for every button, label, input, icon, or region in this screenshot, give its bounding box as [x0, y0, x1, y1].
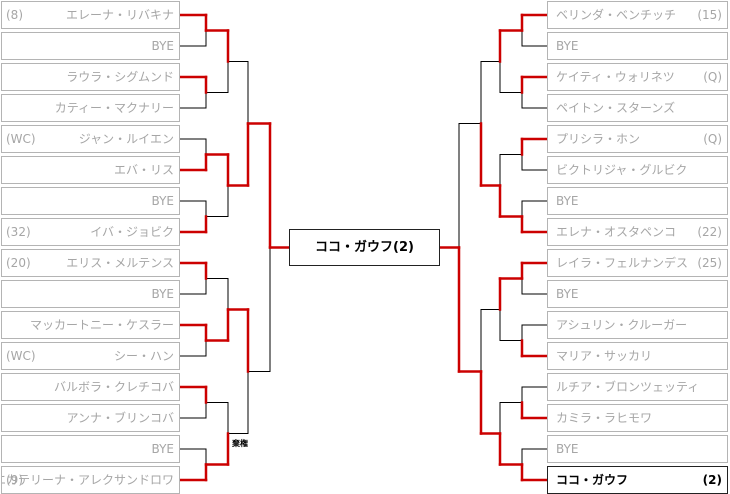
- player-name: カティー・マクナリー: [54, 101, 174, 115]
- right-player-box: ペイトン・スターンズ: [547, 94, 728, 122]
- right-player-box: BYE: [547, 435, 728, 463]
- right-player-box: BYE: [547, 187, 728, 215]
- player-name: BYE: [556, 194, 579, 208]
- player-name: ベリンダ・ベンチッチ: [556, 8, 677, 22]
- player-seed: (32): [6, 225, 31, 239]
- right-player-box: マリア・サッカリ: [547, 342, 728, 370]
- player-name: プリシラ・ホン: [556, 132, 641, 146]
- player-name: BYE: [556, 442, 579, 456]
- player-seed: (2): [702, 473, 722, 487]
- left-player-box: (WC) シー・ハン: [1, 342, 180, 370]
- player-seed: (9): [6, 473, 23, 487]
- player-name: BYE: [151, 39, 175, 53]
- player-name: ラウラ・シグムンド: [66, 70, 174, 84]
- player-name: BYE: [151, 194, 175, 208]
- player-name: レイラ・フェルナンデス: [556, 256, 689, 270]
- player-seed: (15): [697, 8, 722, 22]
- right-player-box: (Q) プリシラ・ホン: [547, 125, 728, 153]
- player-name: マリア・サッカリ: [556, 349, 653, 363]
- player-seed: (8): [6, 8, 23, 22]
- left-player-box: ラウラ・シグムンド: [1, 63, 180, 91]
- right-player-box: カミラ・ラヒモワ: [547, 404, 728, 432]
- left-player-box: エバ・リス: [1, 156, 180, 184]
- champion-box: ココ・ガウフ(2): [289, 229, 440, 266]
- player-seed: (Q): [703, 70, 722, 84]
- player-name: ココ・ガウフ: [556, 473, 629, 487]
- left-player-box: (20) エリス・メルテンス: [1, 249, 180, 277]
- left-player-box: (32) イバ・ジョビク: [1, 218, 180, 246]
- left-player-box: (9)エカテリーナ・アレクサンドロワ: [1, 466, 180, 494]
- right-player-box: (25) レイラ・フェルナンデス: [547, 249, 728, 277]
- retired-note: 棄権: [232, 439, 248, 448]
- left-player-box: マッカートニー・ケスラー: [1, 311, 180, 339]
- left-player-box: (8) エレーナ・リバキナ: [1, 1, 180, 29]
- player-name: イバ・ジョビク: [90, 225, 174, 239]
- player-name: BYE: [556, 39, 579, 53]
- right-player-box: (15) ベリンダ・ベンチッチ: [547, 1, 728, 29]
- player-seed: (Q): [703, 132, 722, 146]
- right-player-box: (Q) ケイティ・ウォリネツ: [547, 63, 728, 91]
- left-player-box: アンナ・ブリンコバ: [1, 404, 180, 432]
- player-seed: (WC): [6, 349, 36, 363]
- player-name: BYE: [151, 442, 175, 456]
- left-player-box: BYE: [1, 187, 180, 215]
- right-player-box: (22) エレナ・オスタペンコ: [547, 218, 728, 246]
- player-name: エレーナ・リバキナ: [65, 8, 174, 22]
- player-name: ジャン・ルイエン: [78, 132, 174, 146]
- left-player-box: BYE: [1, 280, 180, 308]
- player-name: シー・ハン: [113, 349, 174, 363]
- player-name: マッカートニー・ケスラー: [29, 318, 174, 332]
- player-seed: (WC): [6, 132, 36, 146]
- player-name: BYE: [151, 287, 175, 301]
- player-name: エカテリーナ・アレクサンドロワ: [1, 473, 174, 487]
- player-name: カミラ・ラヒモワ: [556, 411, 653, 425]
- player-seed: (22): [697, 225, 722, 239]
- left-player-box: バルボラ・クレチコバ: [1, 373, 180, 401]
- right-player-box: BYE: [547, 32, 728, 60]
- player-name: ペイトン・スターンズ: [556, 101, 676, 115]
- player-name: ルチア・ブロンツェッティ: [556, 380, 700, 394]
- right-player-box: ルチア・ブロンツェッティ: [547, 373, 728, 401]
- player-name: エバ・リス: [113, 163, 174, 177]
- right-player-box: アシュリン・クルーガー: [547, 311, 728, 339]
- player-name: BYE: [556, 287, 579, 301]
- player-name: エリス・メルテンス: [66, 256, 174, 270]
- player-name: エレナ・オスタペンコ: [556, 225, 677, 239]
- left-player-box: BYE: [1, 435, 180, 463]
- player-name: バルボラ・クレチコバ: [53, 380, 174, 394]
- player-seed: (25): [697, 256, 722, 270]
- player-name: アシュリン・クルーガー: [556, 318, 688, 332]
- left-player-box: カティー・マクナリー: [1, 94, 180, 122]
- right-player-box: BYE: [547, 280, 728, 308]
- left-player-box: BYE: [1, 32, 180, 60]
- left-player-box: (WC) ジャン・ルイエン: [1, 125, 180, 153]
- player-seed: (20): [6, 256, 31, 270]
- player-name: ビクトリジャ・グルビク: [556, 163, 688, 177]
- player-name: アンナ・ブリンコバ: [66, 411, 174, 425]
- right-player-box: (2) ココ・ガウフ: [547, 466, 728, 494]
- right-player-box: ビクトリジャ・グルビク: [547, 156, 728, 184]
- player-name: ケイティ・ウォリネツ: [556, 70, 675, 84]
